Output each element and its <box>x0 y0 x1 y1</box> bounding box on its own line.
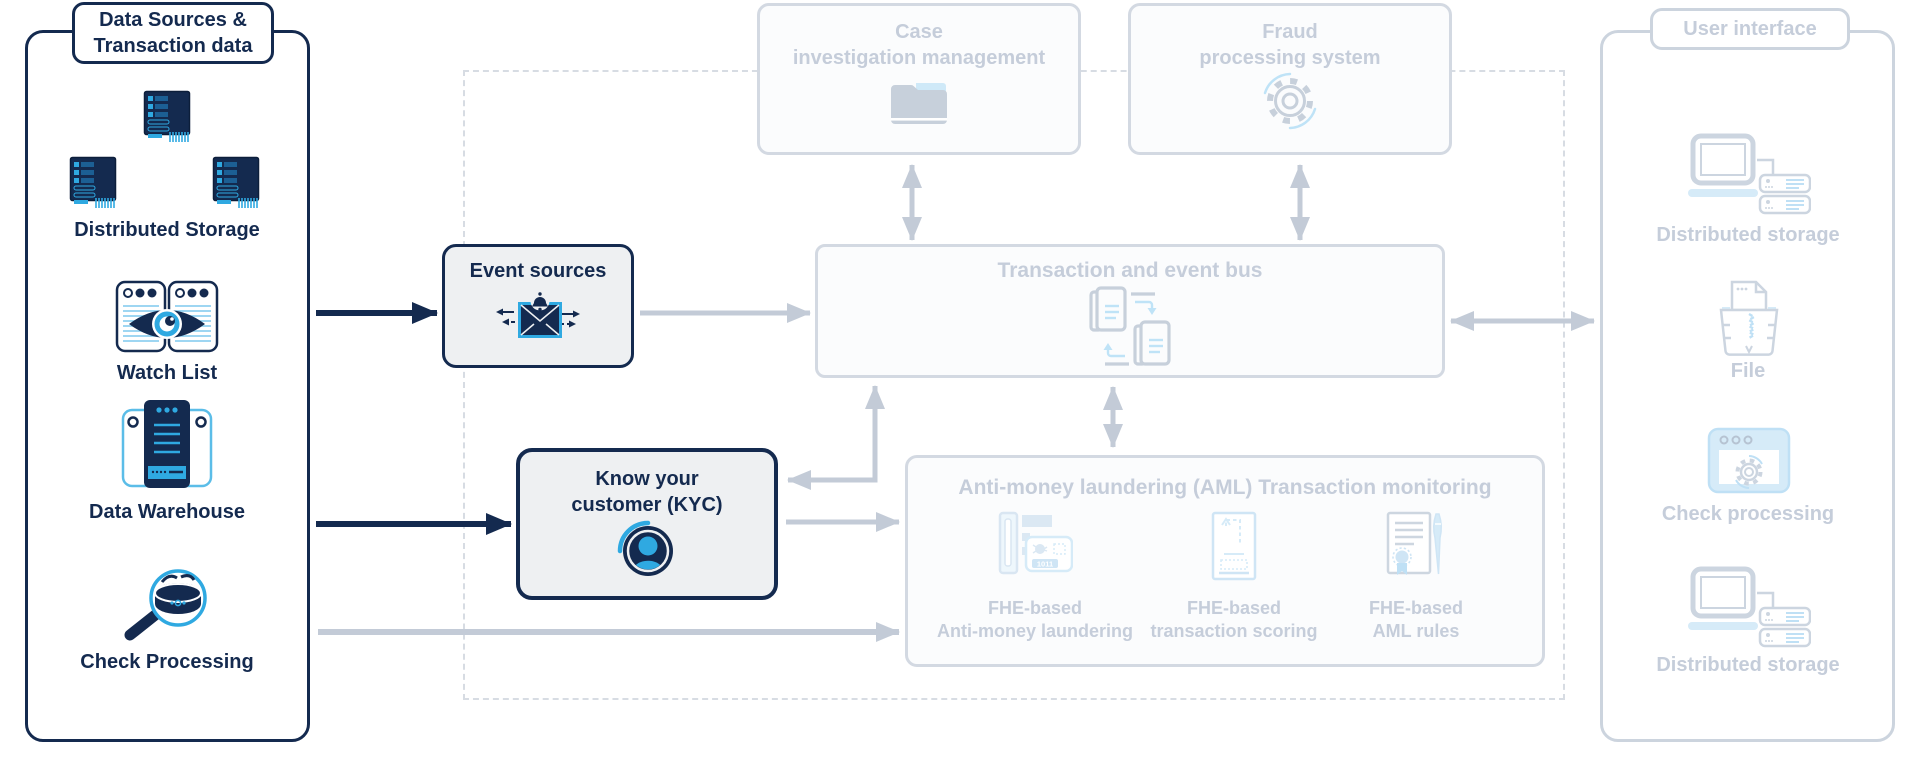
left-item-label: Check Processing <box>80 651 254 673</box>
kyc-label-line: customer (KYC) <box>571 494 723 516</box>
case-investigation-label: Case investigation management <box>760 19 1078 71</box>
fraud-processing-label: Fraud processing system <box>1131 19 1449 71</box>
aml-label-line: Anti-money laundering <box>936 621 1133 641</box>
scoring-document-icon <box>1211 511 1257 581</box>
aml-item-label: FHE-based Anti-money laundering <box>930 597 1140 643</box>
event-bus-label: Transaction and event bus <box>997 259 1263 282</box>
case-investigation-box: Case investigation management <box>757 3 1081 155</box>
laptop-servers-icon <box>1688 133 1811 215</box>
scanner-display-text: 1011 <box>1037 560 1053 569</box>
panel-title-line: Transaction data <box>93 35 253 57</box>
folder-icon <box>891 83 947 124</box>
laptop-servers-icon <box>1688 566 1811 648</box>
aml-title: Anti-money laundering (AML) Transaction … <box>958 476 1492 499</box>
left-item-label: Data Warehouse <box>89 501 245 523</box>
gear-icon <box>1263 72 1317 130</box>
aml-label-line: transaction scoring <box>1150 621 1318 641</box>
aml-item: FHE-based AML rules <box>1311 510 1521 643</box>
server-icon <box>143 90 191 142</box>
right-item-label: Distributed storage <box>1656 654 1840 676</box>
magnifier-check-icon <box>124 569 207 641</box>
right-item-label: File <box>1730 360 1766 382</box>
file-shredder-icon <box>1719 280 1779 356</box>
data-sources-panel-title: Data Sources & Transaction data <box>72 2 274 64</box>
aml-monitoring-box: Anti-money laundering (AML) Transaction … <box>905 455 1545 667</box>
fraud-label-line: processing system <box>1199 47 1381 69</box>
case-label-line: Case <box>895 21 943 43</box>
fraud-processing-box: Fraud processing system <box>1128 3 1452 155</box>
kyc-label-line: Know your <box>595 468 699 490</box>
event-bus-box: Transaction and event bus <box>815 244 1445 378</box>
aml-label-line: FHE-based <box>1368 598 1464 618</box>
case-label-line: investigation management <box>792 47 1046 69</box>
right-item-label: Distributed storage <box>1656 224 1840 246</box>
aml-label-line: FHE-based <box>987 598 1083 618</box>
panel-title-line: Data Sources & <box>99 9 247 31</box>
fraud-label-line: Fraud <box>1262 21 1318 43</box>
event-sources-box: Event sources <box>442 244 634 368</box>
kyc-label: Know your customer (KYC) <box>520 466 774 518</box>
browser-gear-icon <box>1707 427 1791 494</box>
notification-envelope-icon <box>496 291 580 338</box>
customer-profile-icon <box>617 520 673 576</box>
rules-certificate-icon <box>1386 511 1443 575</box>
aml-item: 1011 FHE-based Anti-money laundering <box>930 510 1140 643</box>
aml-label-line: FHE-based <box>1186 598 1282 618</box>
event-sources-label: Event sources <box>469 260 607 282</box>
aml-item-label: FHE-based transaction scoring <box>1129 597 1339 643</box>
data-warehouse-icon <box>121 400 213 488</box>
watch-list-icon <box>115 280 219 353</box>
aml-item: FHE-based transaction scoring <box>1129 510 1339 643</box>
server-icon <box>212 156 260 208</box>
scanner-machine-icon: 1011 <box>998 511 1074 575</box>
right-item-label: Check processing <box>1661 503 1835 525</box>
left-item-label: Watch List <box>116 362 218 384</box>
kyc-box: Know your customer (KYC) <box>516 448 778 600</box>
document-exchange-icon <box>1089 286 1171 366</box>
user-interface-panel-title: User interface <box>1650 8 1850 50</box>
aml-label-line: AML rules <box>1372 621 1460 641</box>
aml-item-label: FHE-based AML rules <box>1311 597 1521 643</box>
left-item-label: Distributed Storage <box>74 219 260 241</box>
server-icon <box>69 156 117 208</box>
